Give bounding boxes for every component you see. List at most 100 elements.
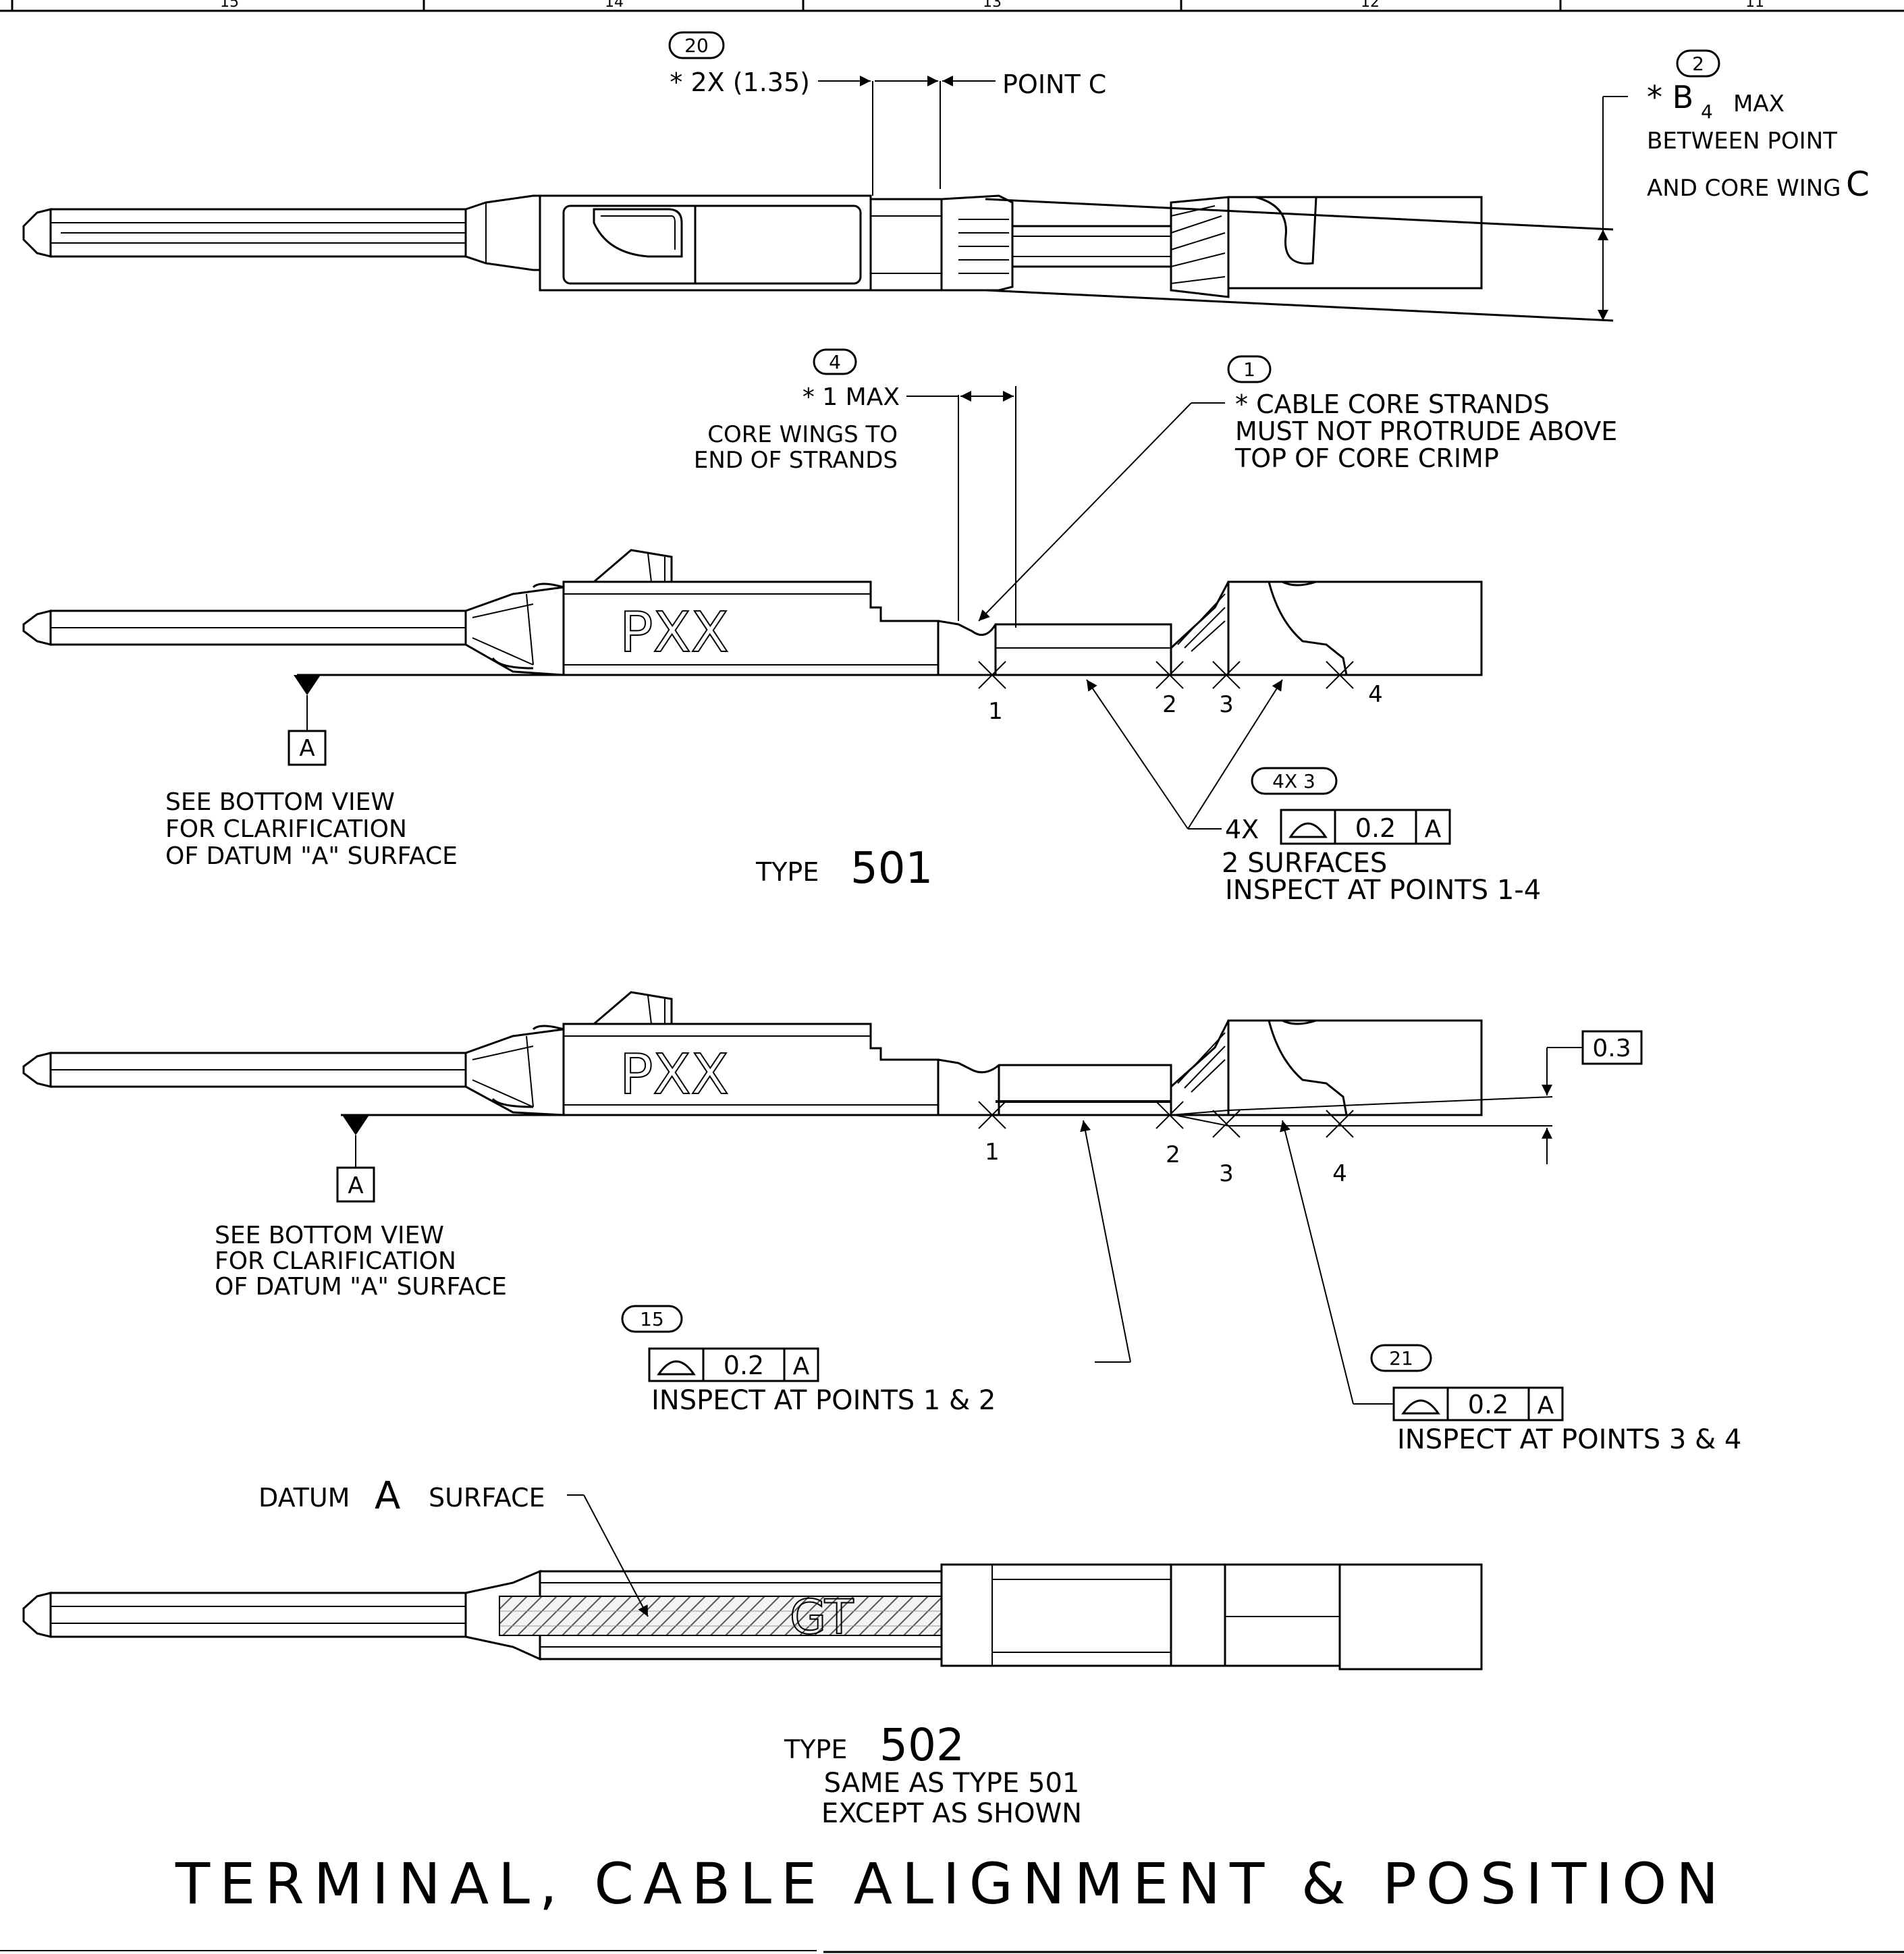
point-4: 4 xyxy=(1368,681,1383,708)
type-501-view: PXX 1 2 3 4 xyxy=(22,348,1617,906)
zone-label: 15 xyxy=(220,0,239,11)
point-2: 2 xyxy=(1166,1141,1180,1168)
fcf-b-note: INSPECT AT POINTS 3 & 4 xyxy=(1397,1424,1741,1455)
balloon-4x3 xyxy=(1251,767,1338,795)
point-4: 4 xyxy=(1332,1160,1347,1187)
fcf-15: 15 0.2 A INSPECT AT POINTS 1 & 2 xyxy=(621,1120,1131,1416)
b4-subscript: 4 xyxy=(1701,101,1713,123)
fcf-b-datum: A xyxy=(1538,1392,1554,1419)
marking-pxx-502: PXX xyxy=(620,1043,729,1107)
zone-strip: 15 14 13 12 11 xyxy=(0,0,1904,12)
terminal-bottom: GT xyxy=(22,1563,1483,1671)
datum-note-line2: FOR CLARIFICATION xyxy=(165,815,407,843)
datum-note-line3: OF DATUM "A" SURFACE xyxy=(165,842,458,870)
strands-line1: * CABLE CORE STRANDS xyxy=(1235,389,1550,419)
b4-line3: AND CORE WING xyxy=(1647,175,1841,202)
balloon-2 xyxy=(1676,49,1720,78)
balloon-4-label: 4 xyxy=(829,351,841,373)
balloon-4 xyxy=(813,348,857,375)
profile-surface-icon xyxy=(657,1360,696,1376)
type-502-line2: SAME AS TYPE 501 xyxy=(824,1768,1080,1799)
profile-surface-icon xyxy=(1288,822,1328,838)
tolerance-0-3: 0.3 xyxy=(1542,1030,1643,1164)
marking-pxx-501: PXX xyxy=(620,601,729,665)
dim-2x-1-35: 20 * 2X (1.35) POINT C xyxy=(668,31,1106,196)
fcf-a-datum: A xyxy=(793,1353,810,1380)
balloon-20-label: 20 xyxy=(684,34,709,57)
b4-line3-letter: C xyxy=(1846,165,1870,204)
point-1: 1 xyxy=(988,698,1003,725)
point-2: 2 xyxy=(1162,691,1177,718)
strands-line2: MUST NOT PROTRUDE ABOVE xyxy=(1235,416,1617,446)
datum-note-line1: SEE BOTTOM VIEW xyxy=(215,1222,444,1249)
profile-surface-icon xyxy=(1401,1399,1440,1415)
fcf-b-tolerance: 0.2 xyxy=(1468,1390,1508,1419)
fcf-note-line1: 2 SURFACES xyxy=(1222,848,1387,879)
note-b4: 2 * B 4 MAX BETWEEN POINT AND CORE WING … xyxy=(1598,49,1870,321)
zone-label: 12 xyxy=(1361,0,1380,11)
balloon-1 xyxy=(1227,355,1272,383)
wings-line2: END OF STRANDS xyxy=(694,447,898,474)
datum-a-surface-label: DATUM A SURFACE xyxy=(259,1474,649,1617)
point-1: 1 xyxy=(985,1139,1000,1166)
dim-2x-text: * 2X (1.35) xyxy=(670,67,810,97)
type-502-line3: EXCEPT AS SHOWN xyxy=(821,1798,1082,1829)
type-502-number: 502 xyxy=(879,1719,964,1771)
fcf-prefix: 4X xyxy=(1225,815,1259,844)
datum-a-surface-hatch xyxy=(499,1596,942,1636)
datum-label-word: DATUM xyxy=(259,1483,350,1513)
points-501: 1 2 3 4 xyxy=(978,661,1383,725)
datum-label-letter: A xyxy=(375,1474,400,1518)
b4-line2: BETWEEN POINT xyxy=(1647,128,1837,155)
balloon-20 xyxy=(668,31,725,59)
fcf-a-note: INSPECT AT POINTS 1 & 2 xyxy=(651,1385,996,1416)
fcf-4x: 4X 3 4X 0.2 A 2 SURFACES INSPECT AT POIN… xyxy=(1086,679,1541,906)
type-501-number: 501 xyxy=(850,844,933,894)
b4-max: MAX xyxy=(1733,90,1785,117)
fcf-tolerance: 0.2 xyxy=(1355,813,1396,843)
balloon-2-label: 2 xyxy=(1692,53,1704,75)
tolerance-0-3-label: 0.3 xyxy=(1592,1035,1631,1062)
type-502-label: TYPE 502 SAME AS TYPE 501 EXCEPT AS SHOW… xyxy=(784,1719,1082,1829)
point-c-label: POINT C xyxy=(1002,70,1106,99)
type-501-label: TYPE 501 xyxy=(755,844,933,894)
marking-gt: GT xyxy=(790,1590,854,1645)
terminal-501: PXX xyxy=(22,549,1483,676)
datum-a-box xyxy=(288,730,327,766)
wings-line1: CORE WINGS TO xyxy=(707,421,898,448)
datum-note-line1: SEE BOTTOM VIEW xyxy=(165,788,395,816)
b4-symbol: * B xyxy=(1647,79,1693,115)
datum-note-line2: FOR CLARIFICATION xyxy=(215,1247,456,1275)
type-502-word: TYPE xyxy=(784,1735,847,1764)
balloon-4x3-label: 4X 3 xyxy=(1272,770,1315,792)
drawing-title: TERMINAL, CABLE ALIGNMENT & POSITION xyxy=(175,1851,1728,1917)
balloon-21 xyxy=(1370,1344,1432,1372)
wings-dim-text: * 1 MAX xyxy=(803,383,900,411)
balloon-1-label: 1 xyxy=(1243,358,1255,381)
fcf-21: 21 0.2 A INSPECT AT POINTS 3 & 4 xyxy=(1280,1120,1741,1455)
terminal-502: PXX xyxy=(22,991,1553,1127)
fcf-datum: A xyxy=(1425,815,1442,843)
points-502: 1 2 3 4 xyxy=(978,1101,1354,1187)
balloon-15 xyxy=(621,1305,683,1333)
datum-a-letter: A xyxy=(299,735,315,762)
zone-label: 14 xyxy=(605,0,624,11)
zone-label: 13 xyxy=(983,0,1002,11)
type-501-word: TYPE xyxy=(755,857,819,887)
balloon-15-label: 15 xyxy=(640,1308,664,1330)
top-view: 20 * 2X (1.35) POINT C 2 * B 4 MAX BETWE… xyxy=(22,31,1870,322)
datum-a-501: A SEE BOTTOM VIEW FOR CLARIFICATION OF D… xyxy=(165,675,458,870)
dim-1-max: 4 * 1 MAX CORE WINGS TO END OF STRANDS xyxy=(694,348,1016,628)
datum-label-surface: SURFACE xyxy=(429,1483,545,1513)
fcf-note-line2: INSPECT AT POINTS 1-4 xyxy=(1225,875,1541,906)
strands-line3: TOP OF CORE CRIMP xyxy=(1234,443,1499,473)
terminal-pin-top xyxy=(22,194,541,271)
datum-note-line3: OF DATUM "A" SURFACE xyxy=(215,1273,507,1301)
datum-a-502: A SEE BOTTOM VIEW FOR CLARIFICATION OF D… xyxy=(215,1115,507,1301)
point-3: 3 xyxy=(1219,1160,1234,1187)
bottom-view: GT DATUM A SURFACE TYPE 502 SAME AS TYPE… xyxy=(22,1474,1483,1829)
point-3: 3 xyxy=(1219,691,1234,718)
type-502-view: PXX 1 2 3 4 xyxy=(22,991,1741,1455)
fcf-a-tolerance: 0.2 xyxy=(724,1351,764,1380)
